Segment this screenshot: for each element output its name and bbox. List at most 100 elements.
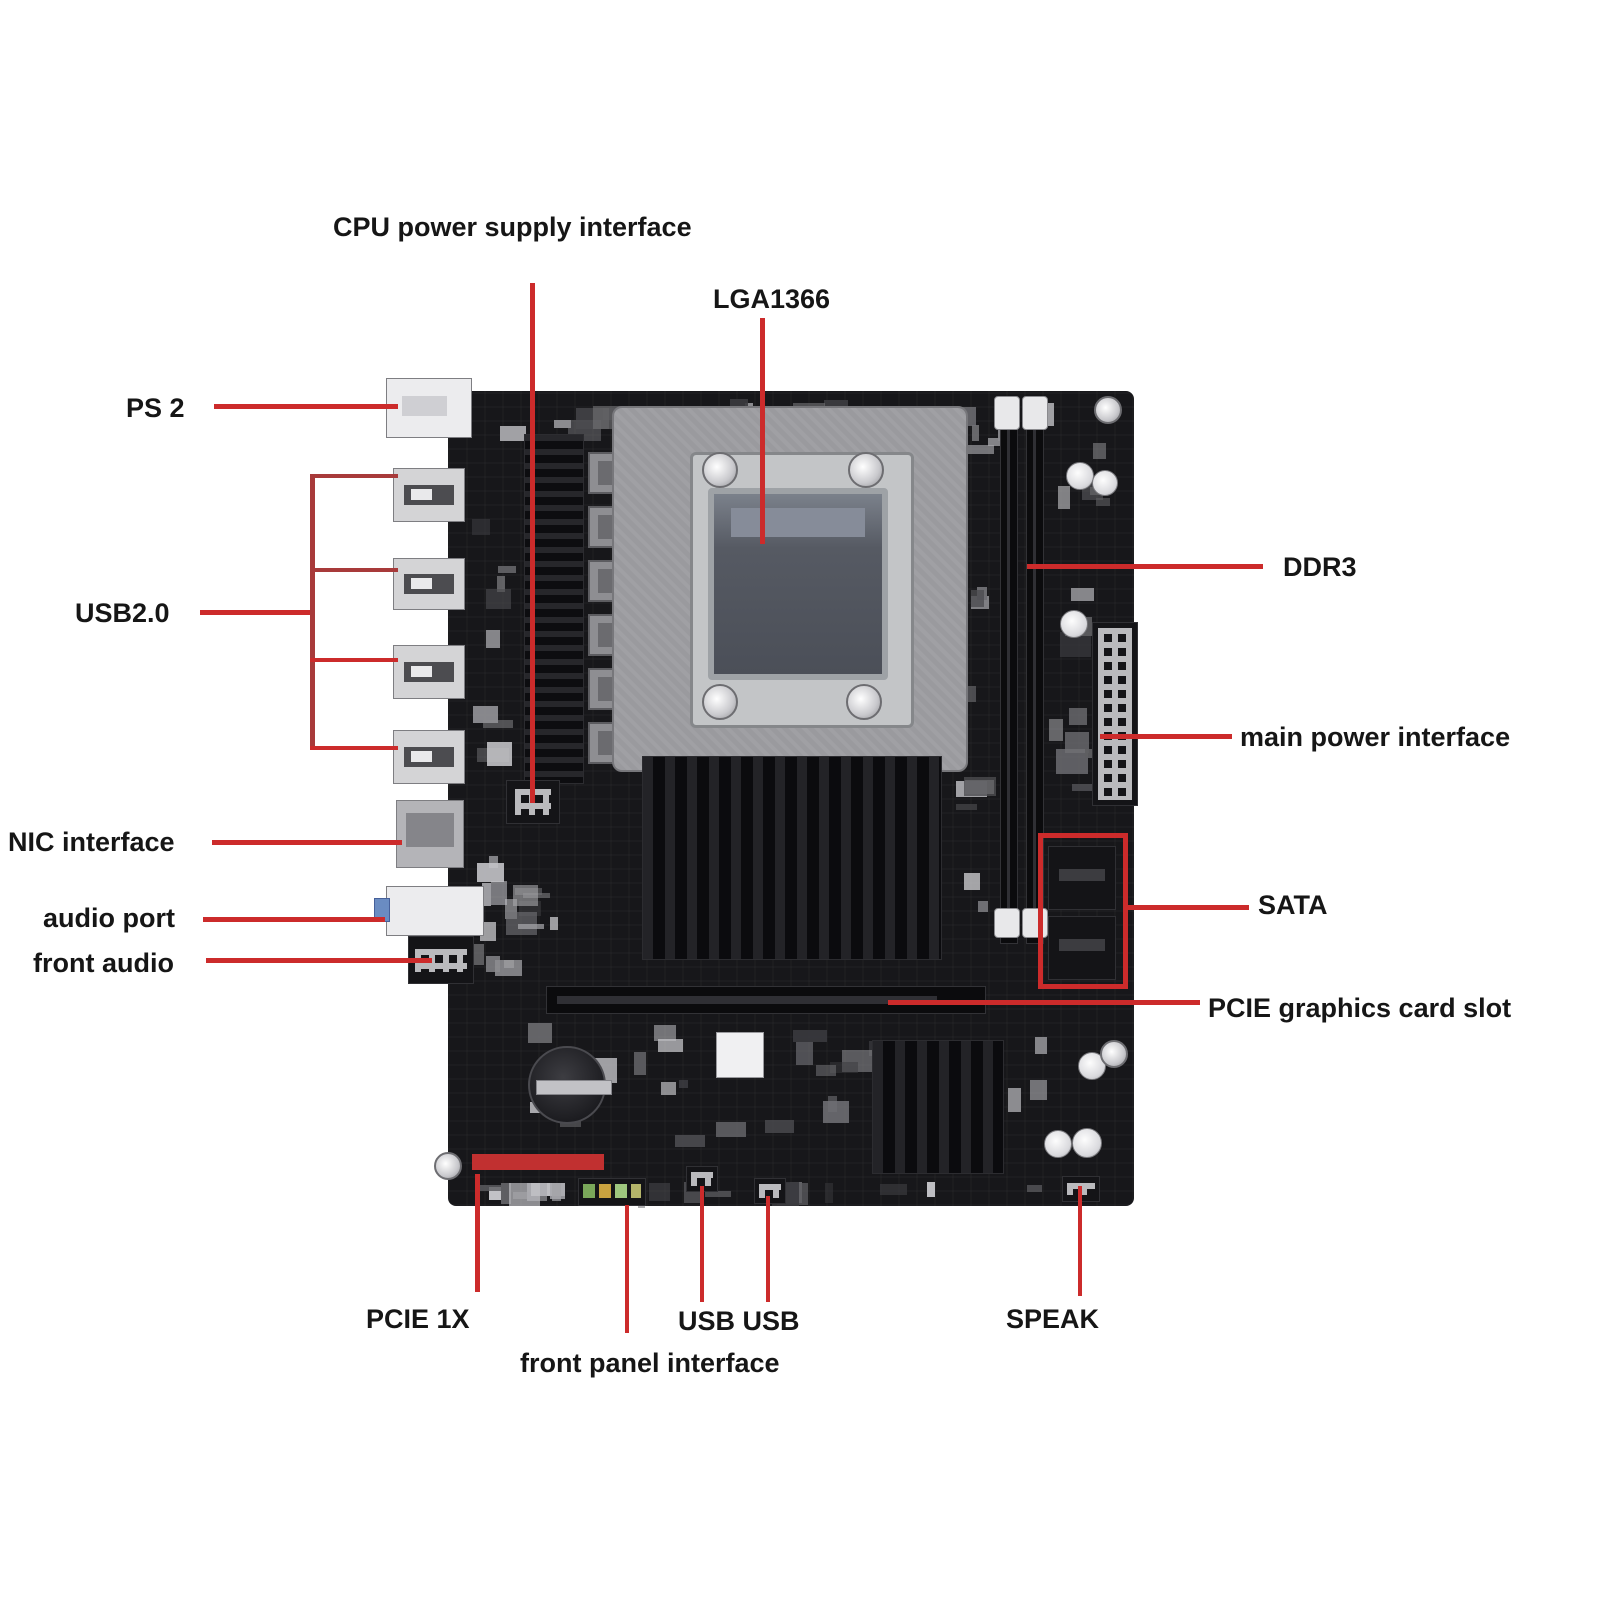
usb-contact-icon <box>410 488 432 501</box>
slot-groove-icon <box>557 996 937 1004</box>
capacitor <box>1044 1130 1072 1158</box>
leader-usb20-branch-3 <box>310 658 398 662</box>
label-front-panel: front panel interface <box>520 1348 780 1378</box>
usb-contact-icon <box>410 665 432 678</box>
pcb-component <box>475 1184 508 1192</box>
pcb-component <box>497 566 517 573</box>
atx-24pin-connector <box>1092 622 1138 806</box>
pcb-component <box>1057 486 1071 510</box>
leader-pcie-1x <box>475 1174 480 1292</box>
label-speak: SPEAK <box>1006 1304 1100 1334</box>
pcb-component <box>512 885 539 906</box>
sata-slot-icon <box>1058 868 1106 882</box>
pcb-component <box>486 955 501 972</box>
label-usb20: USB2.0 <box>75 598 170 628</box>
leader-audio-port <box>203 917 385 922</box>
leader-main-power <box>1100 734 1232 739</box>
pcb-component <box>1072 783 1099 792</box>
pcb-component <box>705 1191 732 1197</box>
leader-lga1366 <box>760 318 765 544</box>
secondary-heatsink <box>872 1040 1004 1174</box>
pcb-component <box>977 900 989 912</box>
battery-clip <box>536 1080 612 1095</box>
ps2-port-opening <box>402 396 448 417</box>
pcb-component <box>715 1121 747 1137</box>
usb-port-4 <box>393 730 465 784</box>
leader-usb20-bracket <box>310 474 315 750</box>
pcb-component <box>550 1182 565 1200</box>
io-controller-chip <box>716 1032 764 1078</box>
sata-connector-pair-2 <box>1048 916 1116 980</box>
sata-slot-icon <box>1058 938 1106 952</box>
leader-usb20-branch-2 <box>310 568 398 572</box>
capacitor <box>1092 470 1118 496</box>
pcb-component <box>476 863 504 883</box>
leader-speak <box>1078 1186 1082 1296</box>
pcb-component <box>499 425 526 441</box>
pcb-component <box>972 425 980 441</box>
slot-groove-icon <box>1033 429 1036 933</box>
pcb-component <box>815 1064 837 1076</box>
pcb-component <box>553 419 571 428</box>
pcb-component <box>1027 1184 1042 1192</box>
label-cpu-power: CPU power supply interface <box>333 212 692 242</box>
socket-screw <box>848 452 884 488</box>
pcb-component <box>1068 708 1088 725</box>
fp-pin-orange-icon <box>599 1184 611 1198</box>
pcb-component <box>961 445 994 454</box>
pcb-component <box>824 1182 833 1203</box>
sata-connector-pair-1 <box>1048 846 1116 910</box>
leader-front-audio <box>206 958 432 963</box>
slot-groove-icon <box>1007 429 1010 933</box>
socket-screw <box>846 684 882 720</box>
pcb-component <box>880 1183 908 1195</box>
label-nic: NIC interface <box>8 827 175 857</box>
pcb-component <box>648 1182 670 1201</box>
pcb-component <box>964 776 996 797</box>
pcb-component <box>1070 587 1094 601</box>
usb-contact-icon <box>410 750 432 763</box>
pcb-component <box>473 706 498 724</box>
ddr3-slot-1 <box>1000 418 1018 944</box>
pcie-1x-slot-highlight <box>472 1154 604 1170</box>
audio-port <box>386 886 484 936</box>
pcb-component <box>495 960 522 976</box>
pcb-component <box>1007 1088 1022 1113</box>
front-panel-header <box>578 1178 646 1206</box>
pcb-component <box>1065 731 1090 754</box>
pcb-component <box>481 882 492 906</box>
header-pins-icon <box>690 1171 714 1187</box>
pcb-component <box>486 629 501 649</box>
chipset-heatsink <box>642 756 942 960</box>
fp-pin-green-icon <box>583 1184 595 1198</box>
pcb-component <box>678 1080 689 1089</box>
pcb-component <box>827 1096 838 1113</box>
pcb-component <box>792 1030 827 1042</box>
leader-front-panel <box>625 1205 629 1333</box>
pcb-component <box>674 1135 705 1148</box>
leader-usb-header-1 <box>700 1186 704 1302</box>
leader-ddr3 <box>1027 564 1263 569</box>
pcb-component <box>660 1082 677 1096</box>
pcb-component <box>482 719 514 728</box>
capacitor <box>1066 462 1094 490</box>
usb-contact-icon <box>410 578 432 589</box>
label-main-power: main power interface <box>1240 722 1511 752</box>
pcb-component <box>501 1182 511 1204</box>
fp-pin-lightgreen-icon <box>615 1184 627 1198</box>
pcb-component <box>633 1051 646 1076</box>
ps2-port <box>386 378 472 438</box>
lga1366-socket <box>708 488 888 680</box>
pcb-component <box>508 1182 540 1206</box>
pcb-component <box>1049 719 1063 741</box>
leader-sata <box>1123 905 1249 910</box>
fp-pin-yellow-icon <box>631 1184 641 1198</box>
mounting-hole <box>434 1152 462 1180</box>
ddr3-slot-2 <box>1026 418 1044 944</box>
pcb-component <box>964 872 980 890</box>
socket-screw <box>702 452 738 488</box>
label-ddr3: DDR3 <box>1283 552 1357 582</box>
ddr-latch <box>1022 908 1048 938</box>
leader-cpu-power <box>530 283 535 803</box>
